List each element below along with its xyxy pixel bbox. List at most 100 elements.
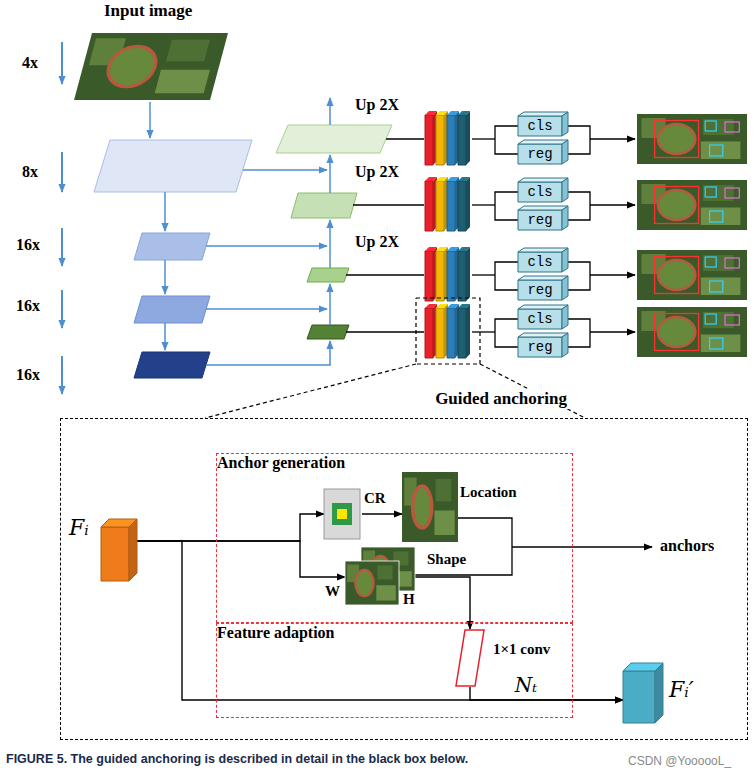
head-link (346, 331, 424, 332)
upsample-label: Up 2X (355, 96, 399, 114)
watermark: CSDN @YoooooL_ (628, 754, 731, 768)
box-side (562, 112, 568, 136)
field (703, 185, 734, 201)
upsample-arrow (329, 98, 331, 125)
running-track (355, 570, 373, 596)
fpn-map (307, 325, 349, 339)
detection-box (710, 145, 723, 156)
box-side (562, 276, 568, 300)
input-image (74, 33, 228, 100)
box-side (562, 248, 568, 272)
scale-arrow (61, 228, 63, 266)
connector (362, 513, 402, 514)
head-box: cls (518, 248, 568, 272)
output-arrow (590, 138, 635, 139)
head-label: cls (527, 118, 552, 134)
output-label: anchors (660, 537, 714, 555)
feature-map-cube: Fᵢ′ (623, 663, 663, 723)
scale-arrow (61, 42, 63, 84)
backbone-arrow (149, 102, 151, 138)
backbone-map (134, 296, 210, 323)
backbone-arrow (164, 192, 166, 231)
scale-label: 16x (16, 236, 40, 254)
head-label: cls (527, 311, 552, 327)
aerial-photo (345, 561, 399, 605)
cube-front (623, 671, 655, 723)
output-arrow (590, 274, 635, 275)
figure-caption: FIGURE 5. The guided anchoring is descri… (6, 752, 468, 766)
ground (637, 114, 747, 164)
detection-box (710, 338, 723, 349)
conv-layer: 1×1 conv (455, 629, 485, 687)
scale-arrow (61, 356, 63, 394)
layer-slab (425, 251, 433, 301)
shape-map: ShapeWH (345, 547, 415, 607)
box-side (562, 206, 568, 230)
guided-anchoring-box: FᵢCRLocationShapeWHAnchor generation1×1 … (60, 418, 748, 740)
box-top (518, 248, 568, 252)
node-label: W (325, 583, 340, 600)
image-title: Input image (104, 1, 192, 21)
head-link (472, 274, 495, 275)
node-label: 1×1 conv (493, 641, 550, 658)
detection-box (655, 314, 699, 351)
box-front (518, 210, 562, 230)
box-front (518, 182, 562, 202)
field (376, 585, 395, 600)
callout-frame (416, 298, 480, 364)
layer-slab (447, 181, 455, 231)
head-label: reg (527, 339, 552, 355)
field (701, 208, 741, 226)
head-link (568, 262, 590, 290)
center-region-map: CR (324, 489, 362, 539)
aerial-photo (637, 114, 747, 164)
ground (74, 33, 228, 100)
node-label: CR (364, 490, 386, 507)
center-region-frame (324, 489, 360, 539)
aerial-photo (74, 33, 228, 100)
head-link (495, 192, 518, 220)
output-arrow (590, 331, 635, 332)
running-track (658, 190, 695, 220)
feature-map-cube: Fᵢ (101, 519, 137, 581)
head-box: reg (518, 276, 568, 300)
region-heading: Guided anchoring (431, 389, 571, 409)
lateral-arrow (206, 308, 327, 310)
box-top (518, 206, 568, 210)
field (155, 70, 210, 93)
detection-box (725, 315, 739, 325)
detection-box (705, 314, 716, 324)
field (436, 479, 452, 501)
backbone-arrow (164, 260, 166, 294)
scale-label: 8x (22, 163, 38, 181)
upsample-arrow (329, 155, 331, 193)
connector (137, 541, 623, 700)
connector (137, 541, 345, 577)
box-side (562, 178, 568, 202)
center-region (337, 509, 347, 519)
upsample-arrow (329, 220, 331, 268)
lateral-arrow (206, 341, 330, 365)
detection-box (725, 122, 739, 132)
head-link (346, 274, 424, 275)
anchor-arrow (512, 546, 652, 547)
conv-outline (456, 630, 484, 686)
layer-slab (447, 115, 455, 165)
running-track (658, 260, 695, 290)
aerial-photo (637, 180, 747, 230)
layer-slab (425, 308, 433, 358)
node-shape (324, 489, 362, 539)
backbone-map (94, 140, 252, 192)
fpn-map (307, 268, 349, 282)
ground (345, 561, 399, 605)
node-shape (455, 629, 485, 687)
head-box: cls (518, 178, 568, 202)
layer-slab-side (466, 247, 470, 301)
dashed-region: 1×1 convFeature adaption (216, 623, 573, 718)
map-edge (345, 561, 399, 605)
node-shape (101, 519, 137, 581)
head-label: reg (527, 146, 552, 162)
layer-slab (436, 308, 444, 358)
head-label: cls (527, 254, 552, 270)
